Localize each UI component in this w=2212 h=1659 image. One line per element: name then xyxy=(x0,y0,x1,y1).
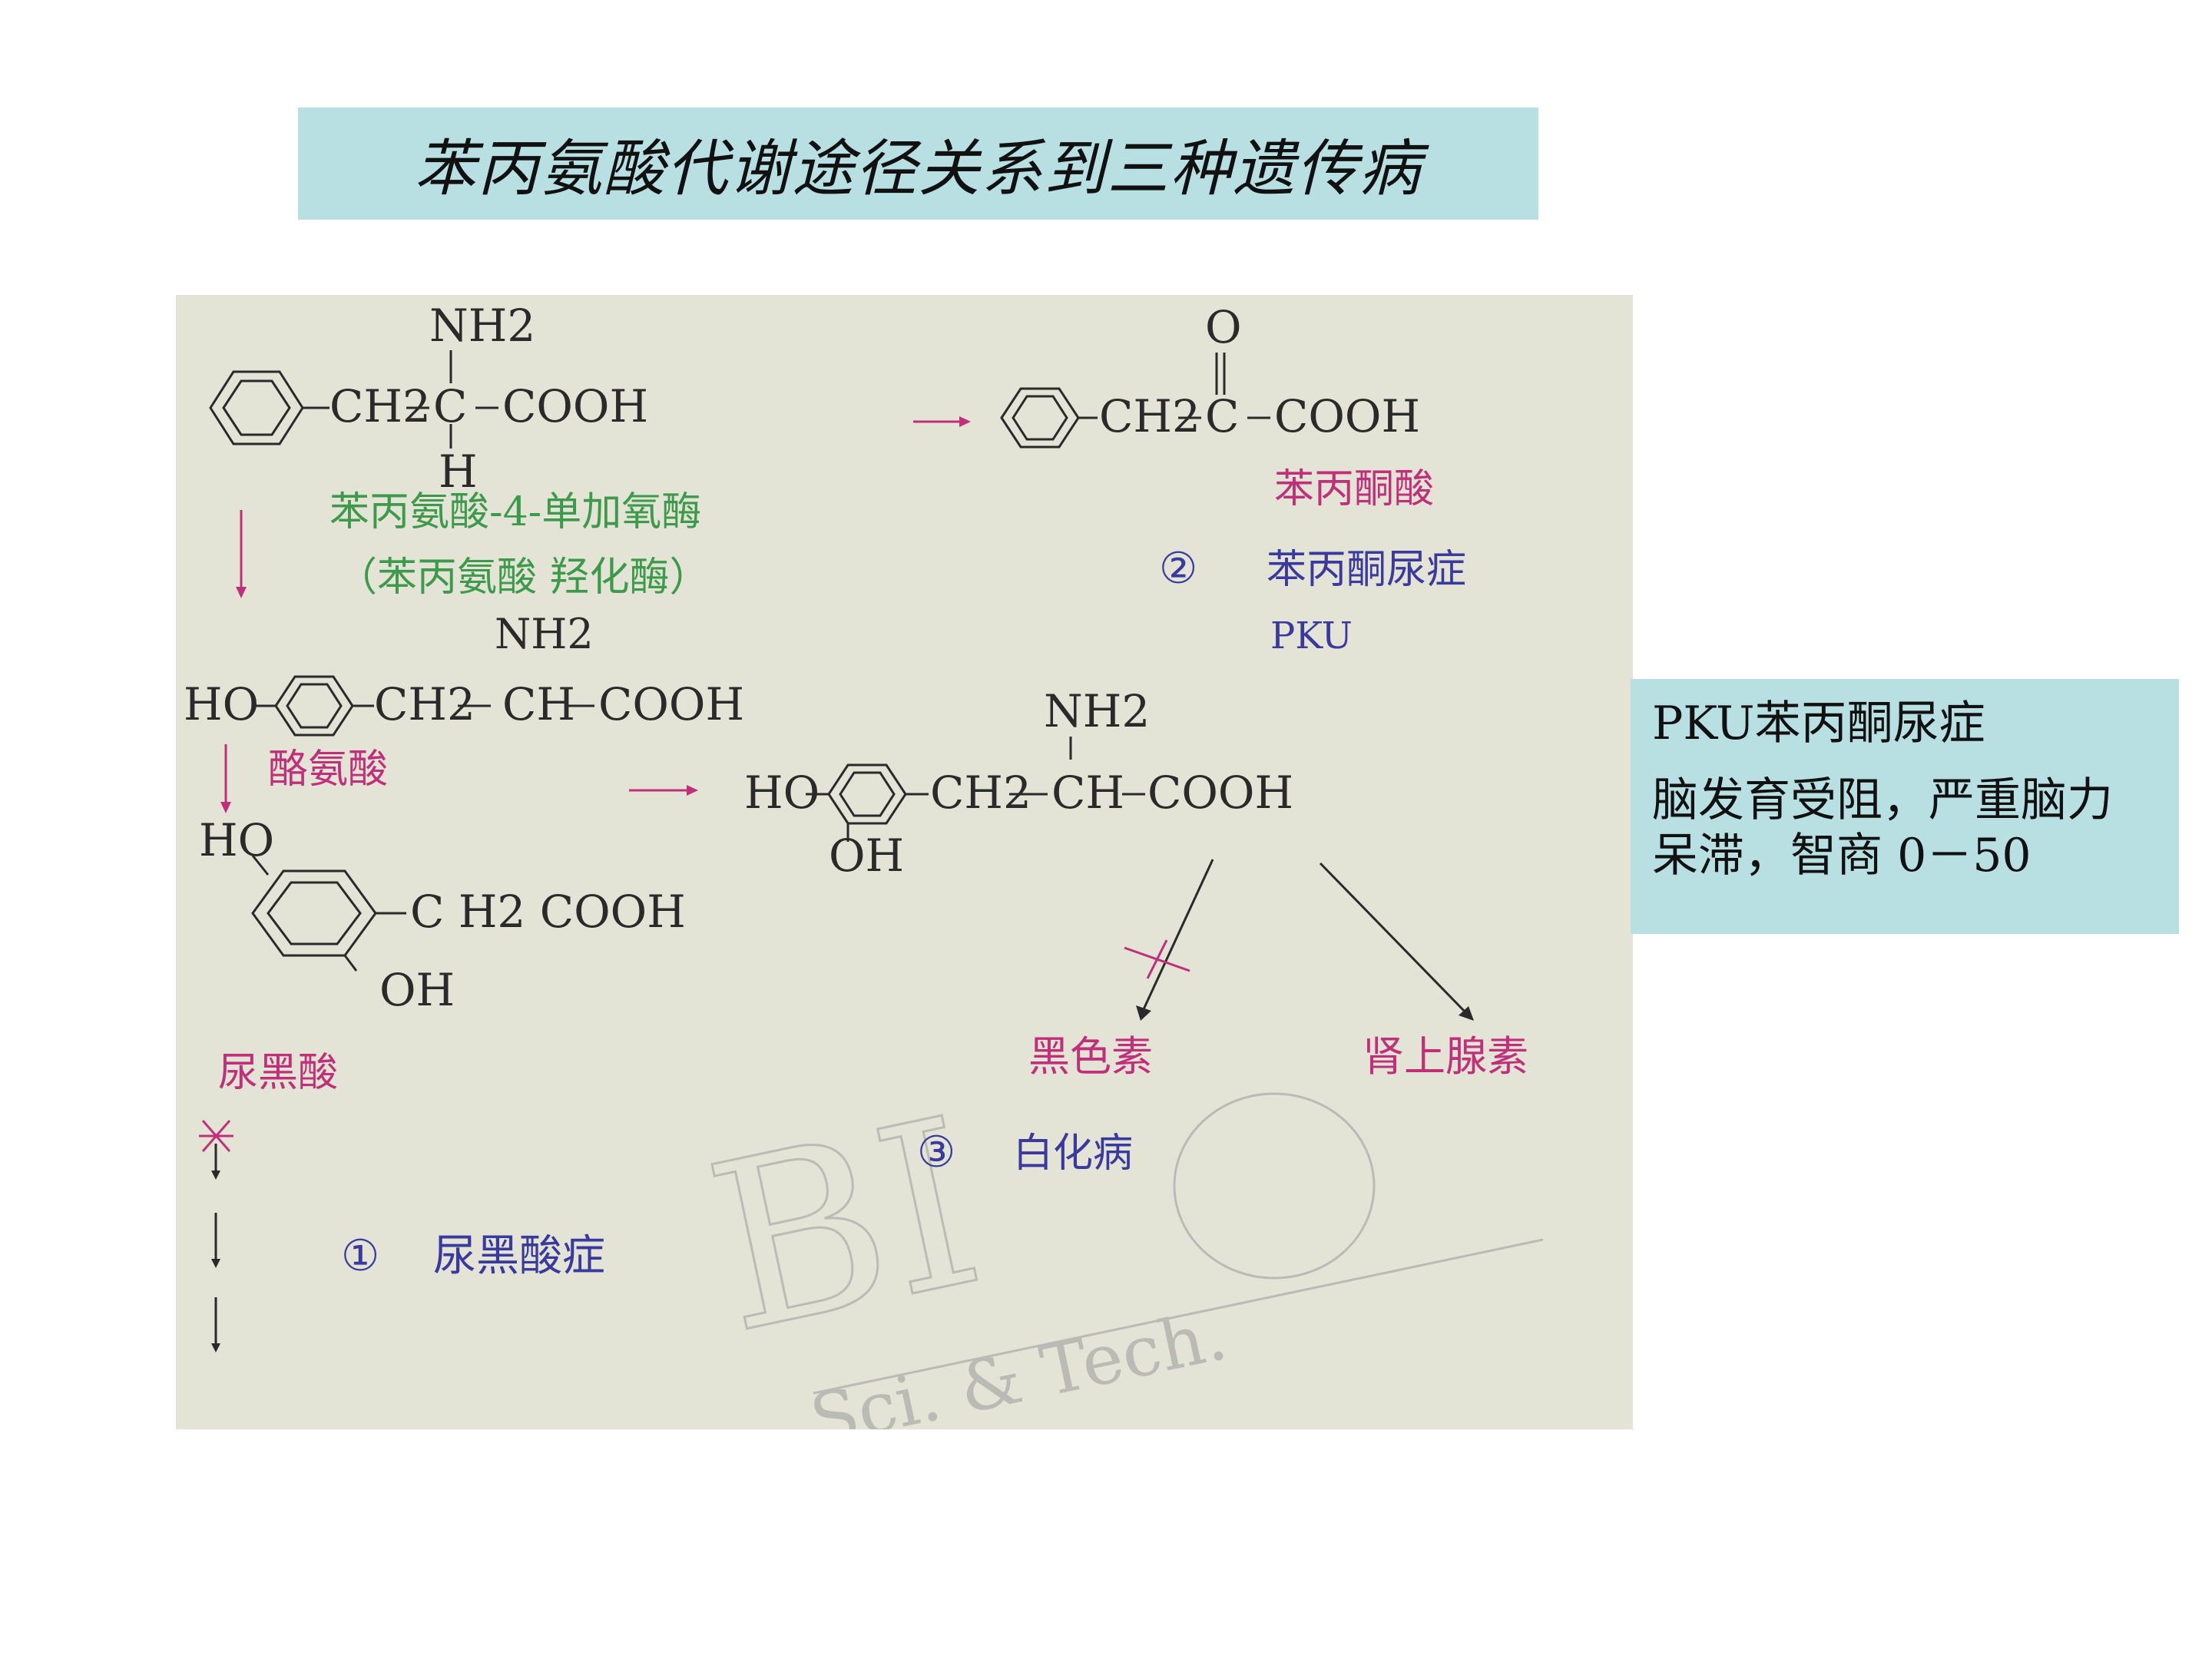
homogentisic-acid-label: 尿黑酸 xyxy=(218,1050,338,1096)
tyr-cooh: COOH xyxy=(598,678,744,730)
block-mark-hga xyxy=(199,1120,233,1152)
enzyme-name: 苯丙氨酸-4-单加氧酶 xyxy=(329,489,701,535)
disease-2-name: 苯丙酮尿症 xyxy=(1267,547,1466,593)
tyr-ch2: CH2 xyxy=(374,678,475,730)
tyr-nh2: NH2 xyxy=(495,610,594,658)
arrow-to-melanin xyxy=(1136,859,1214,1021)
tyrosine-label: 酪氨酸 xyxy=(268,747,388,793)
title-banner: 苯丙氨酸代谢途径关系到三种遗传病 xyxy=(298,108,1538,220)
ppa-ch2: CH2 xyxy=(1099,390,1200,442)
ppa-cooh: COOH xyxy=(1274,390,1420,442)
phenylpyruvate-label: 苯丙酮酸 xyxy=(1274,466,1434,512)
enzyme-alias: （苯丙氨酸 羟化酶） xyxy=(337,555,710,601)
dopa-oh: OH xyxy=(829,830,904,882)
disease-1-name: 尿黑酸症 xyxy=(433,1231,605,1281)
arrow-to-phenylpyruvate xyxy=(913,416,971,427)
adrenaline-label: 肾上腺素 xyxy=(1363,1032,1528,1081)
arrow-phe-to-tyr xyxy=(236,510,247,598)
phenylalanine-structure xyxy=(209,350,498,449)
dopa-ho: HO xyxy=(744,767,820,819)
homogentisic-acid-structure xyxy=(251,855,406,972)
tyrosine-structure xyxy=(253,675,594,737)
phe-nh2: NH2 xyxy=(429,300,535,352)
phe-ch2: CH2 xyxy=(329,380,431,432)
melanin-label: 黑色素 xyxy=(1028,1032,1153,1081)
disease-1-number: ① xyxy=(341,1231,379,1281)
pku-abbr: PKU xyxy=(1270,614,1353,657)
hga-chain: C H2 COOH xyxy=(410,886,686,938)
disease-3-name: 白化病 xyxy=(1013,1131,1133,1177)
dopa-structure xyxy=(806,737,1145,842)
tyr-ch: CH xyxy=(502,678,575,730)
arrow-tyr-to-hga xyxy=(220,744,231,813)
metabolic-pathway-diagram: BI Sci. & Tech. CH2 C COOH NH2 H O CH2 C… xyxy=(176,295,1633,1429)
page-title: 苯丙氨酸代谢途径关系到三种遗传病 xyxy=(414,133,1422,204)
dopa-nh2: NH2 xyxy=(1044,685,1150,737)
tyr-ho: HO xyxy=(184,678,259,730)
dopa-cooh: COOH xyxy=(1147,767,1293,819)
arrow-tyr-to-dopa xyxy=(629,785,698,796)
hga-oh: OH xyxy=(379,964,455,1016)
disease-3-number: ③ xyxy=(917,1128,955,1177)
pku-note-box: PKU苯丙酮尿症 脑发育受阻，严重脑力呆滞，智商 0－50 xyxy=(1631,679,2179,934)
diagram-background xyxy=(176,295,1633,1429)
phenylpyruvate-structure xyxy=(1000,353,1270,449)
ppa-o: O xyxy=(1205,301,1242,353)
phe-c: C xyxy=(433,380,467,432)
dopa-ch: CH xyxy=(1051,767,1124,819)
phe-h: H xyxy=(439,445,478,498)
disease-2-number: ② xyxy=(1159,544,1197,594)
arrow-chain-hga xyxy=(211,1144,220,1353)
dopa-ch2: CH2 xyxy=(930,767,1031,819)
phe-cooh: COOH xyxy=(502,380,648,432)
pku-note-body: 脑发育受阻，严重脑力呆滞，智商 0－50 xyxy=(1652,773,2113,882)
block-mark-melanin xyxy=(1124,939,1190,979)
ppa-c: C xyxy=(1205,390,1239,442)
hga-ho: HO xyxy=(199,814,274,866)
svg-text:BI: BI xyxy=(690,1068,1000,1385)
arrow-to-adrenaline xyxy=(1319,862,1474,1021)
pku-note-heading: PKU苯丙酮尿症 xyxy=(1652,697,1985,750)
